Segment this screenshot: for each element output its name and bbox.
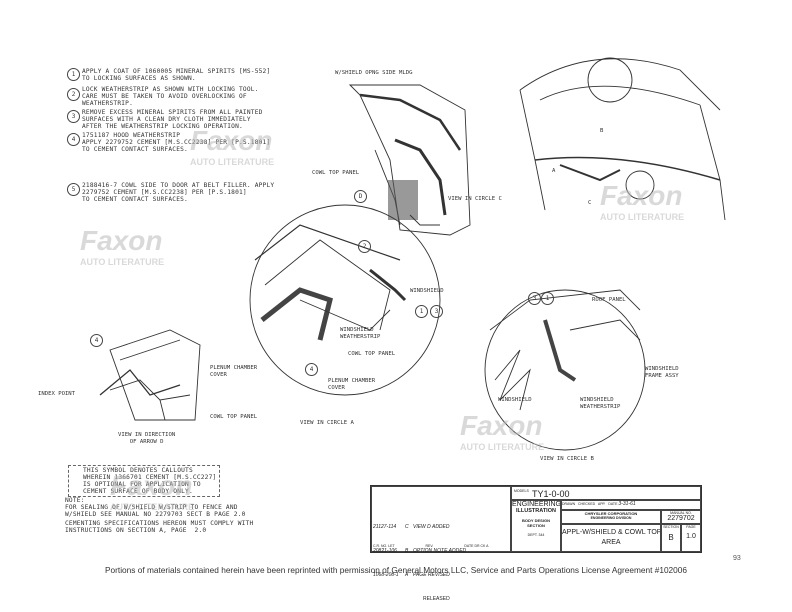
- label-view-a: VIEW IN CIRCLE A: [300, 420, 354, 426]
- engineering-label: ENGINEERING: [512, 501, 561, 508]
- models-value: TY1-0-00: [532, 489, 570, 499]
- models-label: MODELS: [514, 489, 529, 493]
- callout-2-a: 2: [358, 240, 371, 253]
- note-2-text: LOCK WEATHERSTRIP AS SHOWN WITH LOCKING …: [82, 86, 259, 107]
- circle-a-drawing: [249, 204, 441, 396]
- label-ws-weatherstrip-a: WINDSHIELD WEATHERSTRIP: [340, 327, 381, 340]
- callout-3-b: 3: [528, 292, 541, 305]
- cementing-note: CEMENTING SPECIFICATIONS HEREON MUST COM…: [65, 520, 254, 534]
- note-callout-1: 1: [67, 68, 80, 81]
- col-cr: C.R. NO.: [373, 544, 388, 548]
- callout-d: D: [354, 190, 367, 203]
- note-3-text: REMOVE EXCESS MINERAL SPIRITS FROM ALL P…: [82, 109, 263, 130]
- body-design-label: BODY DESIGN SECTION: [522, 518, 550, 528]
- label-wshield-mldg: W/SHIELD OPNG SIDE MLDG: [335, 70, 413, 76]
- circle-b-drawing: [484, 289, 646, 451]
- callout-1-b: 1: [541, 292, 554, 305]
- section-label: SECTION: [663, 525, 679, 529]
- symbol-note: THIS SYMBOL DENOTES CALLOUTS WHEREIN 136…: [68, 465, 221, 497]
- label-view-b: VIEW IN CIRCLE B: [540, 456, 594, 462]
- col-dr: DR: [474, 544, 480, 548]
- revision-table: [371, 486, 511, 552]
- label-cowl-top-c: COWL TOP PANEL: [312, 170, 360, 176]
- note-4-text: 1751187 HOOD WEATHERSTRIP APPLY 2279752 …: [82, 132, 271, 153]
- label-cowl-top-a: COWL TOP PANEL: [348, 351, 396, 357]
- label-windshield-b: WINDSHIELD: [498, 397, 532, 403]
- view-d-drawing: [99, 329, 201, 421]
- car-overview-drawing: [519, 57, 726, 221]
- col-date: DATE: [464, 544, 474, 548]
- dept-label: DEPT. 344: [527, 533, 545, 537]
- label-ws-weatherstrip-b: WINDSHIELD WEATHERSTRIP: [580, 397, 621, 410]
- section-value: B: [668, 533, 674, 542]
- note-callout-3: 3: [67, 110, 80, 123]
- label-roof-panel: ROOF PANEL: [592, 297, 626, 303]
- page-label: PAGE: [686, 525, 696, 529]
- division: ENGINEERING DIVISION: [590, 516, 632, 520]
- drawn-label: DRAWN: [562, 502, 576, 506]
- label-c: C: [588, 200, 592, 206]
- date-value: 3-31-61: [618, 501, 636, 507]
- callout-3-a: 3: [430, 305, 443, 318]
- col-ltr: LET: [388, 544, 395, 548]
- note-1-text: APPLY A COAT OF 1060005 MINERAL SPIRITS …: [82, 68, 271, 82]
- col-ck: CK: [480, 544, 486, 548]
- label-a: A: [552, 168, 556, 174]
- label-plenum-d: PLENUM CHAMBER COVER: [210, 365, 258, 378]
- label-view-c: VIEW IN CIRCLE C: [448, 196, 502, 202]
- col-a: A: [486, 544, 489, 548]
- date-label: DATE: [608, 502, 618, 506]
- label-cowl-top-d: COWL TOP PANEL: [210, 414, 258, 420]
- callout-4-a: 4: [305, 363, 318, 376]
- callout-1-a: 1: [415, 305, 428, 318]
- label-index-point: INDEX POINT: [38, 391, 76, 397]
- app-label: APP.: [597, 502, 606, 506]
- view-c-drawing: [348, 84, 471, 236]
- drawing-title: APPL-W/SHIELD & COWL TOP AREA: [561, 524, 661, 552]
- page-number: 93: [733, 555, 741, 562]
- page-value: 1.0: [686, 533, 696, 540]
- checked-label: CHECKED: [578, 502, 596, 506]
- label-windshield-a: WINDSHIELD: [410, 288, 444, 294]
- label-ws-frame: WINDSHIELD FRAME ASSY: [645, 366, 679, 379]
- label-b: B: [600, 128, 604, 134]
- callout-4-d: 4: [90, 334, 103, 347]
- revision-row: RELEASED: [423, 596, 450, 602]
- note-callout-2: 2: [67, 88, 80, 101]
- manual-label: MANUAL NO.: [670, 511, 692, 515]
- col-rev: REV.: [425, 544, 434, 548]
- footer-permission-text: Portions of materials contained herein h…: [104, 565, 688, 575]
- sealing-note: NOTE: FOR SEALING OF W/SHIELD W/STRIP TO…: [65, 497, 246, 518]
- illustration-label: ILLUSTRATION: [516, 508, 556, 514]
- corporation: CHRYSLER CORPORATION: [584, 511, 638, 516]
- label-view-d: VIEW IN DIRECTION OF ARROW D: [118, 432, 176, 445]
- note-callout-5: 5: [67, 183, 80, 196]
- label-plenum-a: PLENUM CHAMBER COVER: [328, 378, 376, 391]
- note-5-text: 2188416-7 COWL SIDE TO DOOR AT BELT FILL…: [82, 182, 275, 203]
- note-callout-4: 4: [67, 133, 80, 146]
- manual-number: 2279702: [667, 515, 695, 522]
